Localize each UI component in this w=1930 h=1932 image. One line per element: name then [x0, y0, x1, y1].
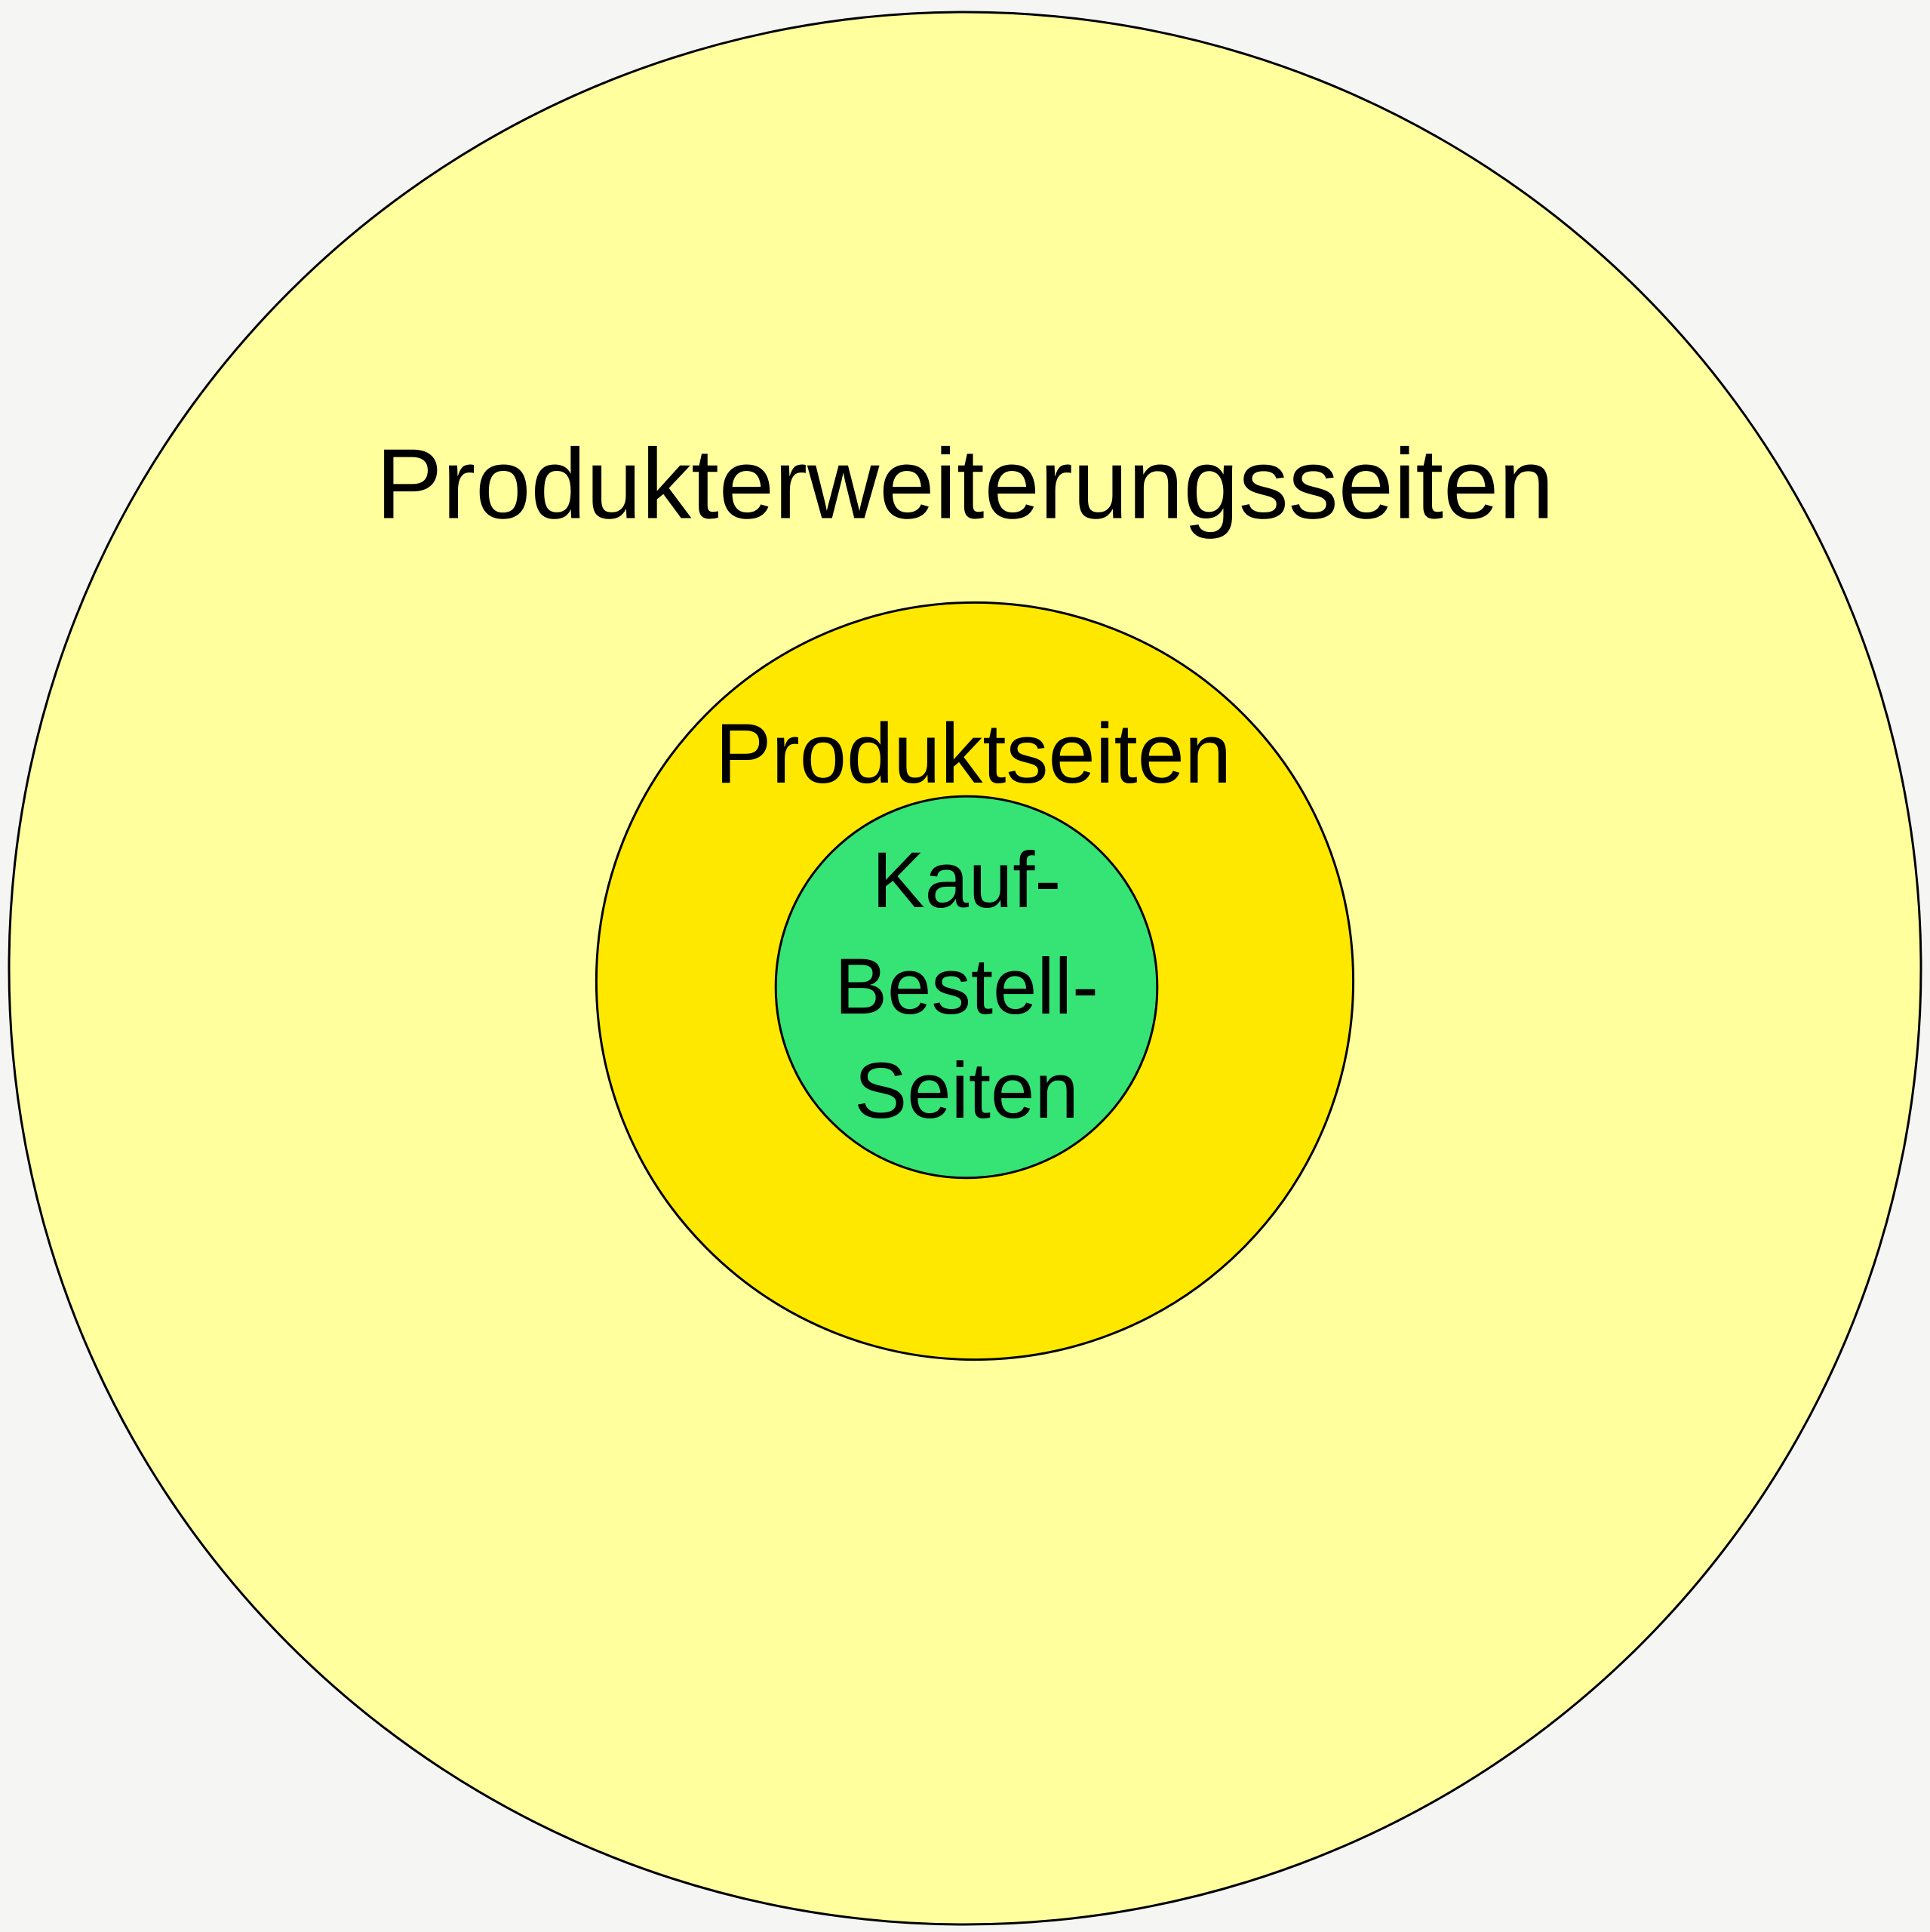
outer-circle-label: Produkterweiterungsseiten: [376, 428, 1554, 539]
inner-circle-label-line-3: Seiten: [854, 1047, 1078, 1135]
inner-circle-label-line-1: Kauf-: [872, 836, 1062, 924]
inner-circle: [774, 795, 1159, 1180]
inner-circle-label-line-2: Bestell-: [834, 943, 1099, 1031]
middle-circle-label: Produktseiten: [715, 706, 1231, 801]
